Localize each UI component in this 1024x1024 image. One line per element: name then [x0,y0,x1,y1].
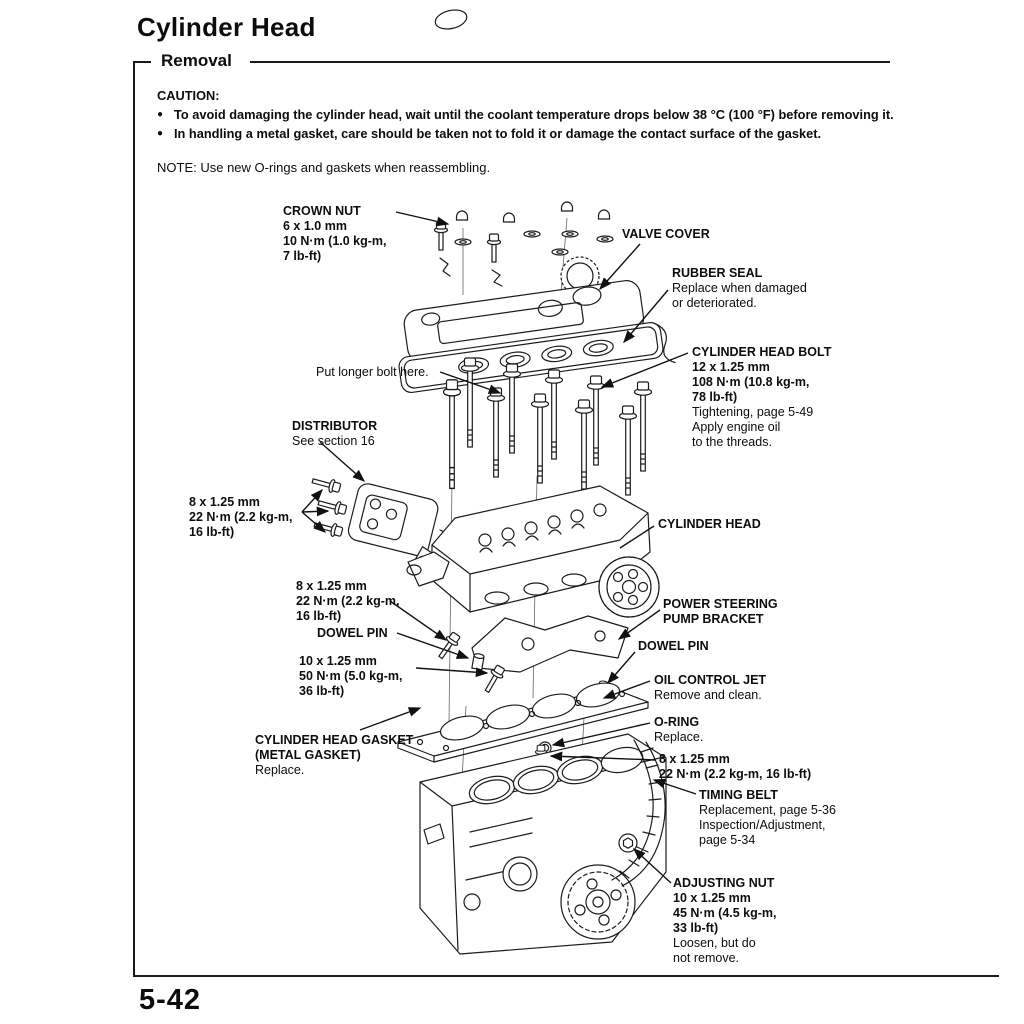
callout-distributor: DISTRIBUTOR See section 16 [292,419,378,448]
head-gasket-part [397,682,649,763]
bullet-icon: ● [157,109,164,120]
leader-lines [301,211,697,884]
callout-cylinder-head: CYLINDER HEAD [658,517,761,531]
callout-crown-nut: CROWN NUT 6 x 1.0 mm 10 N·m (1.0 kg-m, 7… [283,204,387,263]
valve-cover-part [398,280,676,394]
caution-heading: CAUTION: [157,88,220,103]
callout-adjusting-nut: ADJUSTING NUT 10 x 1.25 mm 45 N·m (4.5 k… [673,876,777,965]
callout-dowel-pin-right: DOWEL PIN [638,639,709,653]
section-heading: Removal [155,51,238,71]
page-title: Cylinder Head [137,12,316,42]
callout-bolt-10x125: 10 x 1.25 mm 50 N·m (5.0 kg-m, 36 lb-ft) [299,654,403,698]
removal-box-left-border [133,61,135,977]
power-steering-pump-bracket-part [471,615,629,673]
callout-bolt-8x125-right: 8 x 1.25 mm 22 N·m (2.2 kg-m, 16 lb-ft) [659,752,812,781]
caution-bullet-2: ● In handling a metal gasket, care shoul… [157,126,822,141]
removal-box-top-left-segment [133,61,151,63]
wire-clamps [439,257,503,287]
caution-block: CAUTION: ● To avoid damaging the cylinde… [157,88,902,142]
removal-box-top-rule [250,61,890,63]
callout-timing-belt: TIMING BELT Replacement, page 5-36 Inspe… [699,788,836,847]
adjusting-nut-part [618,833,638,853]
note-line: NOTE: Use new O-rings and gaskets when r… [157,160,491,175]
crown-nuts-and-washers [433,201,614,287]
caution-bullet-1: ● To avoid damaging the cylinder head, w… [157,107,894,122]
callout-o-ring: O-RING Replace. [654,715,704,744]
callout-power-steering-bracket: POWER STEERING PUMP BRACKET [663,597,778,626]
page-number: 5-42 [139,984,202,1016]
crankshaft-pulley [560,864,636,940]
callout-dowel-pin-left: DOWEL PIN [317,626,388,640]
cylinder-head-part [406,485,660,618]
callout-cylinder-head-bolt: CYLINDER HEAD BOLT 12 x 1.25 mm 108 N·m … [692,345,832,449]
callout-oil-control-jet: OIL CONTROL JET Remove and clean. [654,673,767,702]
callout-valve-cover: VALVE COVER [622,227,710,241]
bullet-icon: ● [157,128,164,139]
callout-rubber-seal: RUBBER SEAL Replace when damaged or dete… [672,266,807,310]
removal-box-bottom-border [133,975,999,977]
callout-bolt-8x125-left: 8 x 1.25 mm 22 N·m (2.2 kg-m, 16 lb-ft) [189,495,293,539]
callout-head-gasket: CYLINDER HEAD GASKET (METAL GASKET) Repl… [255,733,414,777]
engine-block-part [419,9,667,955]
timing-belt-part [611,739,666,887]
callout-put-longer-bolt: Put longer bolt here. [316,365,429,379]
camshaft-gear [598,556,660,618]
callout-bolt-8x125-mid: 8 x 1.25 mm 22 N·m (2.2 kg-m, 16 lb-ft) [296,579,400,623]
rubber-seal-end [654,323,676,364]
